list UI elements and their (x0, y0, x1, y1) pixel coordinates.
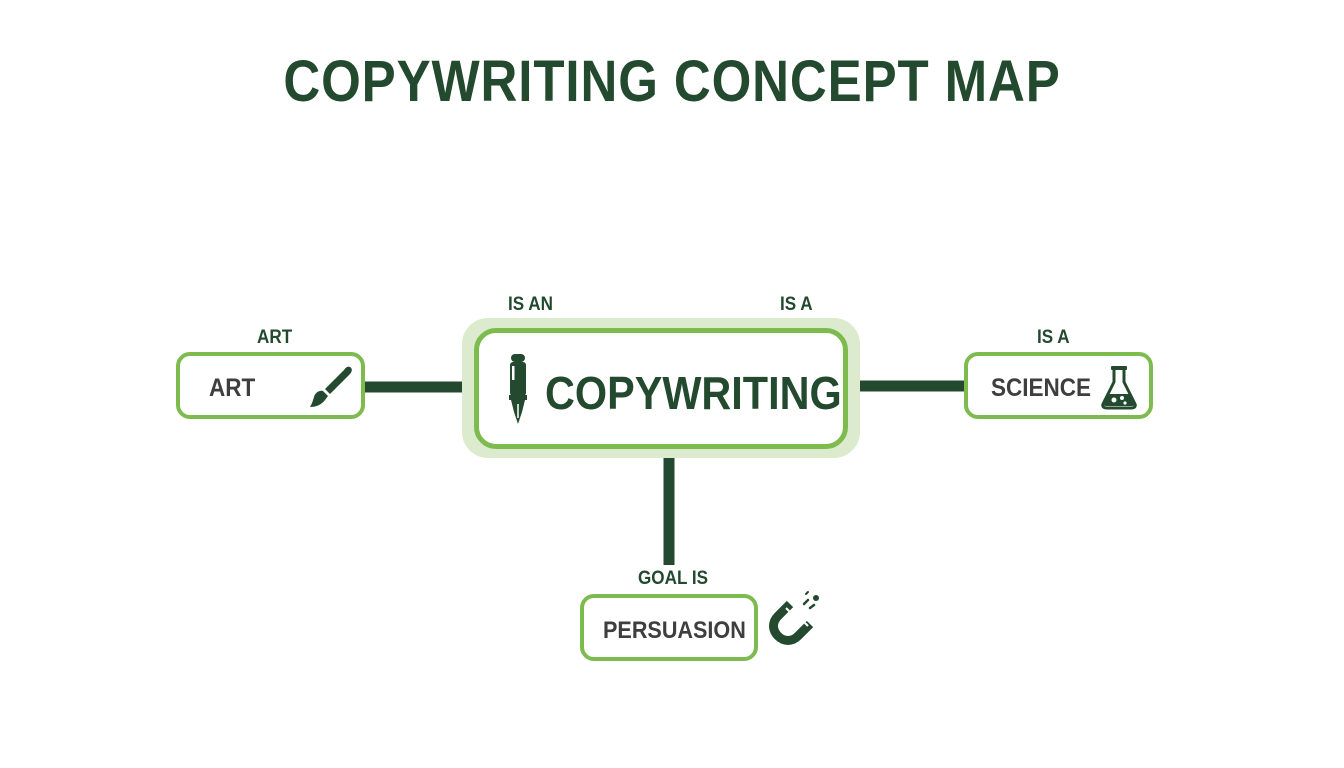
relation-label-is-an: IS AN (508, 294, 553, 315)
node-art: ART (176, 352, 365, 419)
flask-icon (1101, 366, 1137, 410)
fountain-pen-icon (509, 354, 527, 424)
node-science: SCIENCE (964, 352, 1153, 419)
node-art-label: ART (209, 374, 256, 402)
relation-label-is-a-science: IS A (1037, 327, 1070, 348)
relation-label-art: ART (257, 327, 293, 348)
center-node-label: COPYWRITING (545, 367, 842, 419)
magnet-icon (769, 591, 819, 645)
paintbrush-icon (310, 366, 352, 407)
node-persuasion-label: PERSUASION (603, 617, 746, 644)
center-node-copywriting: COPYWRITING (474, 328, 848, 449)
relation-label-is-a: IS A (780, 294, 813, 315)
node-science-label: SCIENCE (991, 374, 1092, 402)
diagram-title: COPYWRITING CONCEPT MAP (283, 49, 1061, 114)
relation-label-goal-is: GOAL IS (638, 568, 709, 589)
node-persuasion: PERSUASION (580, 594, 758, 661)
